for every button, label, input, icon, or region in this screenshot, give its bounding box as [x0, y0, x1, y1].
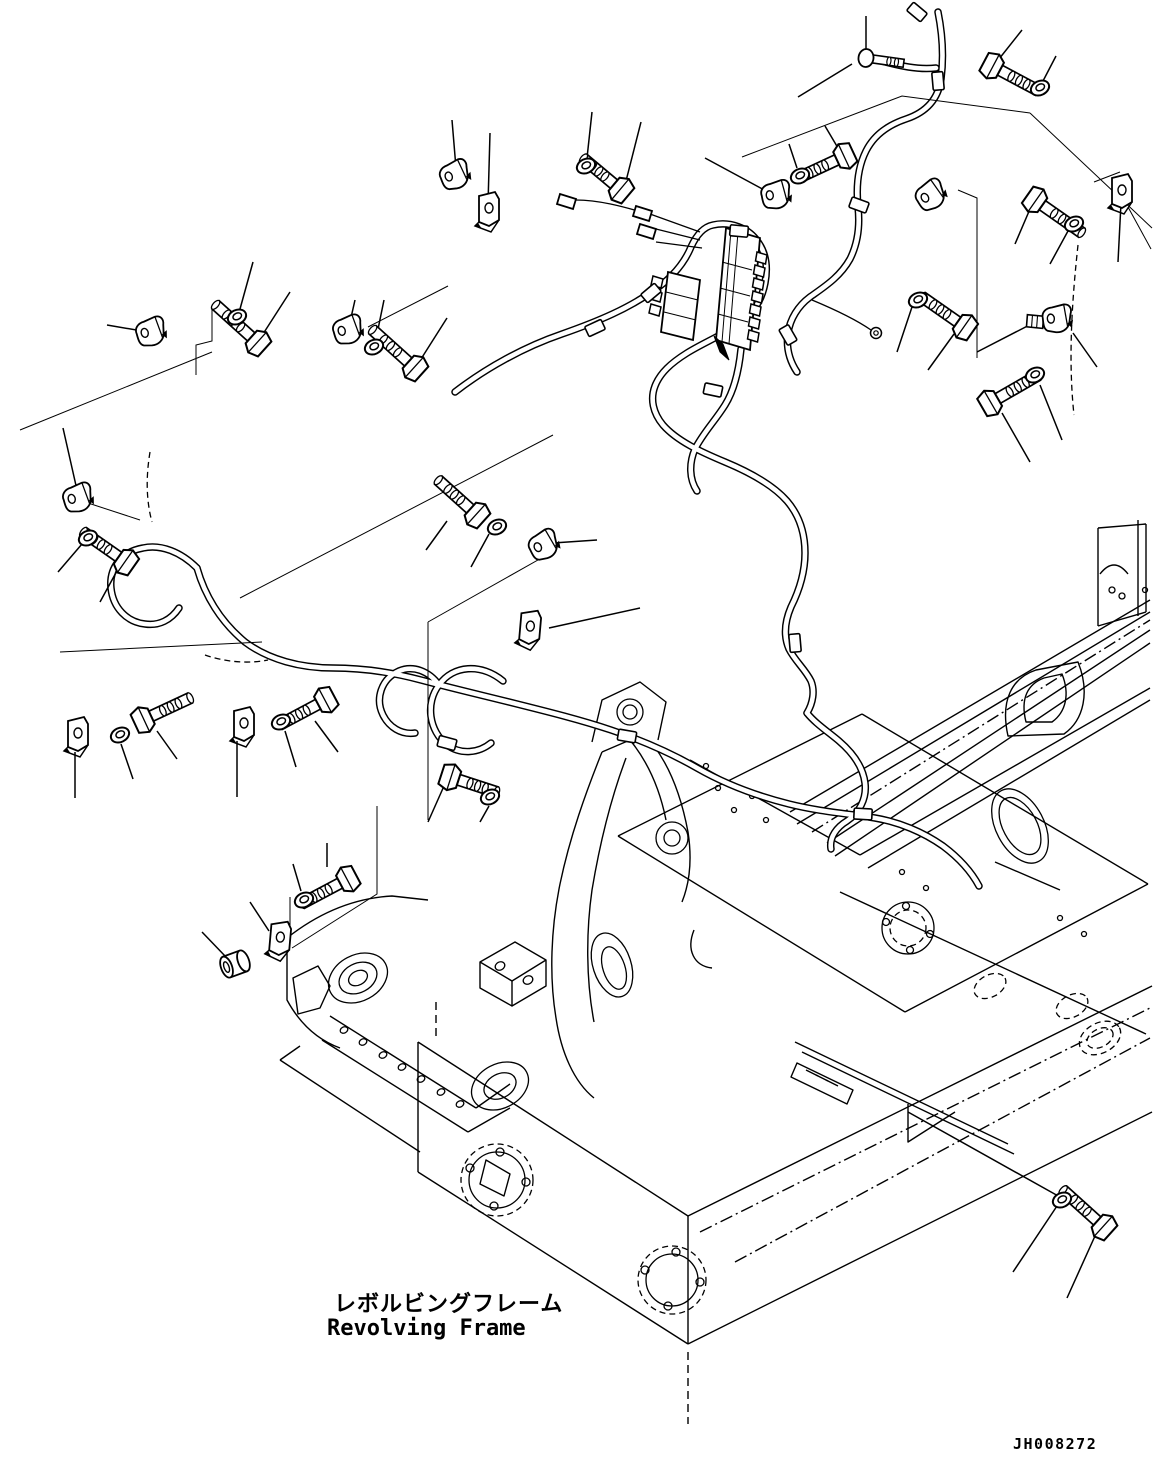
- callout-boundary-lines: [19, 95, 1153, 949]
- bolt-icon: [1058, 1184, 1119, 1242]
- harness-clamp-collar: [640, 282, 662, 304]
- harness-clamp-collar: [931, 70, 945, 92]
- direction-arrow-icon: [713, 335, 730, 361]
- washer-icon: [363, 338, 385, 356]
- frame-label-japanese: レボルビングフレーム: [334, 1292, 564, 1317]
- harness-clamp-collar: [778, 324, 798, 346]
- harness-clip-icon: [914, 177, 948, 212]
- harness-clamp-collar: [584, 318, 606, 338]
- harness-clamp-collar: [436, 734, 458, 752]
- washer-icon: [226, 308, 248, 326]
- washer-icon: [1063, 215, 1085, 233]
- washer-icon: [77, 529, 99, 547]
- bolt-icon: [1020, 185, 1087, 239]
- washer-icon: [109, 726, 131, 744]
- wiring-harness: [107, 1, 1079, 890]
- harness-clip-icon: [1025, 303, 1074, 334]
- harness-clip-icon: [1106, 172, 1133, 215]
- harness-clamp-collar: [853, 807, 873, 821]
- washer-icon: [293, 891, 315, 909]
- harness-clip-icon: [62, 715, 89, 758]
- harness-clamp-collar: [788, 632, 802, 654]
- washer-icon: [1051, 1191, 1073, 1209]
- washer-icon: [907, 291, 929, 309]
- bolt-icon: [210, 299, 273, 358]
- harness-clamp-collar: [616, 728, 638, 744]
- connector-cluster: [555, 192, 768, 361]
- bolt-icon: [433, 474, 492, 530]
- harness-clip-icon: [438, 158, 472, 191]
- washer-icon: [789, 167, 811, 185]
- washer-icon: [479, 788, 501, 806]
- leader-lines: [57, 16, 1122, 1299]
- harness-clamp-collar: [728, 224, 750, 238]
- washer-icon: [575, 157, 597, 175]
- harness-clip-icon: [527, 527, 561, 561]
- harness-clip-icon: [760, 178, 792, 210]
- harness-clip-icon: [473, 190, 500, 233]
- washer-icon: [1029, 79, 1051, 97]
- harness-clamp-collar: [848, 196, 870, 214]
- drawing-number: JH008272: [1013, 1435, 1098, 1453]
- harness-clip-icon: [513, 609, 543, 652]
- ring-terminal-icon: [869, 326, 883, 340]
- bushing-icon: [219, 949, 251, 979]
- bolt-icon: [297, 864, 362, 910]
- harness-clip-icon: [228, 705, 255, 748]
- harness-clamp-collar: [702, 382, 724, 398]
- frame-label-english: Revolving Frame: [327, 1316, 526, 1341]
- washer-icon: [486, 518, 508, 536]
- bolt-icon: [129, 691, 195, 734]
- harness-clip-icon: [62, 481, 94, 513]
- washer-icon: [1024, 366, 1046, 384]
- bolt-icon: [857, 48, 906, 69]
- fastener-hardware: [62, 48, 1133, 1242]
- harness-clip-icon: [332, 313, 364, 345]
- harness-clip-icon: [135, 315, 167, 347]
- harness-clip-icon: [263, 920, 293, 963]
- harness-clamp-collar: [906, 1, 928, 23]
- washer-icon: [270, 713, 292, 731]
